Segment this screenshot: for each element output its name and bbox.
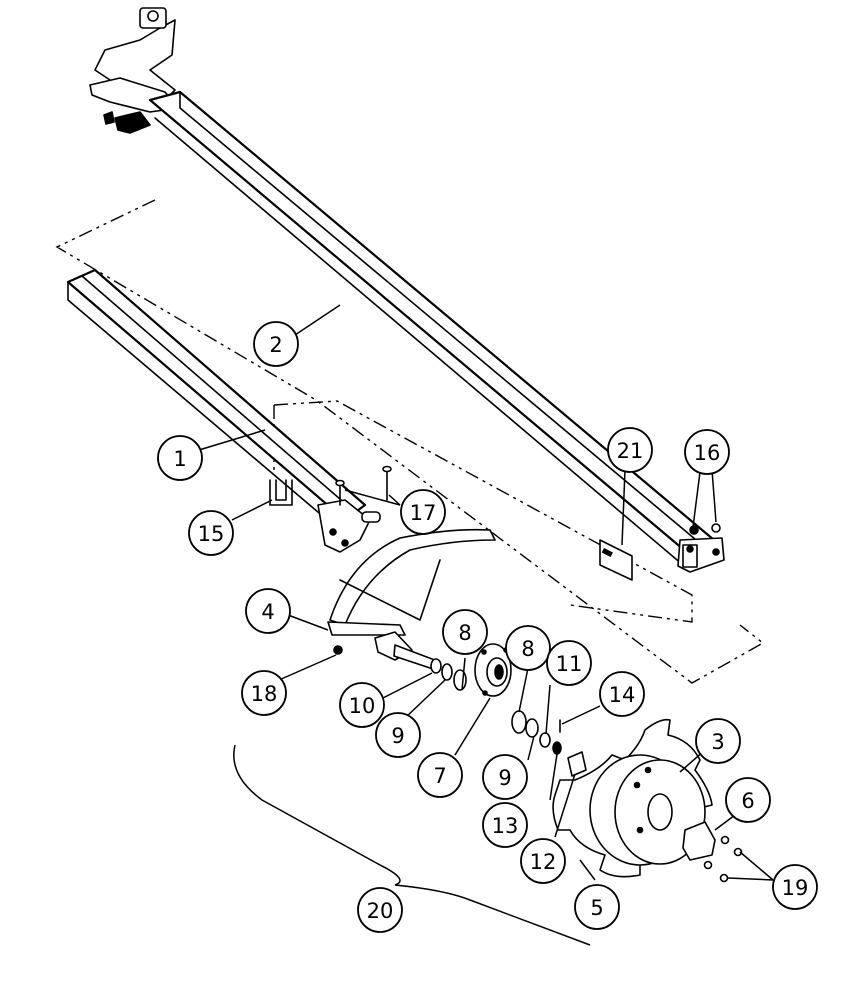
callout-18: 18 (241, 670, 287, 716)
cap-part-12 (567, 751, 587, 777)
callout-3: 3 (695, 718, 741, 764)
bearing-part-9 (441, 663, 453, 681)
svg-text:7: 7 (433, 764, 446, 788)
svg-text:9: 9 (391, 724, 404, 748)
spindle-bracket-part (269, 465, 392, 655)
spindle-part (374, 631, 441, 671)
callout-6: 6 (725, 777, 771, 823)
assembly-guide-lines (55, 199, 765, 684)
washer-part-10 (430, 658, 442, 674)
callout-9b: 9 (482, 754, 528, 800)
svg-text:4: 4 (261, 600, 274, 624)
callout-12: 12 (520, 838, 566, 884)
svg-text:12: 12 (530, 850, 557, 874)
decal-part (599, 539, 633, 581)
seal-part-8b (511, 710, 527, 734)
callout-5: 5 (574, 884, 620, 930)
svg-text:13: 13 (492, 814, 519, 838)
svg-text:6: 6 (741, 789, 754, 813)
callout-10: 10 (339, 682, 385, 728)
svg-text:21: 21 (617, 439, 644, 463)
callout-1: 1 (157, 435, 203, 481)
callout-19: 19 (772, 864, 818, 910)
svg-text:8: 8 (521, 637, 534, 661)
bearing-part-9b (525, 718, 539, 738)
callout-11: 11 (546, 640, 592, 686)
nut-icon (711, 523, 721, 533)
svg-text:17: 17 (410, 501, 437, 525)
svg-text:1: 1 (173, 447, 186, 471)
callout-20: 20 (357, 887, 403, 933)
tongue-bar-part (89, 7, 725, 581)
svg-text:10: 10 (349, 694, 376, 718)
nut-icon (689, 525, 699, 535)
scraper-part (327, 528, 496, 636)
callout-17: 17 (400, 489, 446, 535)
svg-text:18: 18 (251, 682, 278, 706)
svg-text:8: 8 (458, 621, 471, 645)
svg-text:15: 15 (198, 522, 225, 546)
nut-part-13 (552, 741, 562, 755)
callout-16: 16 (684, 429, 730, 475)
disc-blade-part (552, 718, 743, 883)
svg-text:11: 11 (556, 652, 583, 676)
hub-components (430, 643, 587, 777)
callout-2: 2 (253, 321, 299, 367)
callout-15: 15 (188, 510, 234, 556)
svg-text:2: 2 (269, 333, 282, 357)
callout-8b: 8 (505, 625, 551, 671)
callout-7: 7 (417, 752, 463, 798)
callout-21: 21 (607, 427, 653, 473)
callout-8a: 8 (442, 609, 488, 655)
clamp-part-6 (682, 821, 716, 861)
washer-part-11 (539, 732, 551, 748)
callout-4: 4 (245, 588, 291, 634)
callout-9a: 9 (375, 712, 421, 758)
assembly-bracket (233, 744, 591, 946)
leader-lines (198, 304, 774, 881)
callout-14: 14 (599, 671, 645, 717)
svg-text:3: 3 (711, 730, 724, 754)
svg-text:9: 9 (498, 766, 511, 790)
svg-text:16: 16 (694, 441, 721, 465)
svg-text:5: 5 (590, 896, 603, 920)
svg-text:19: 19 (782, 876, 809, 900)
svg-text:20: 20 (367, 899, 394, 923)
svg-text:14: 14 (609, 683, 636, 707)
callout-13: 13 (482, 802, 528, 848)
